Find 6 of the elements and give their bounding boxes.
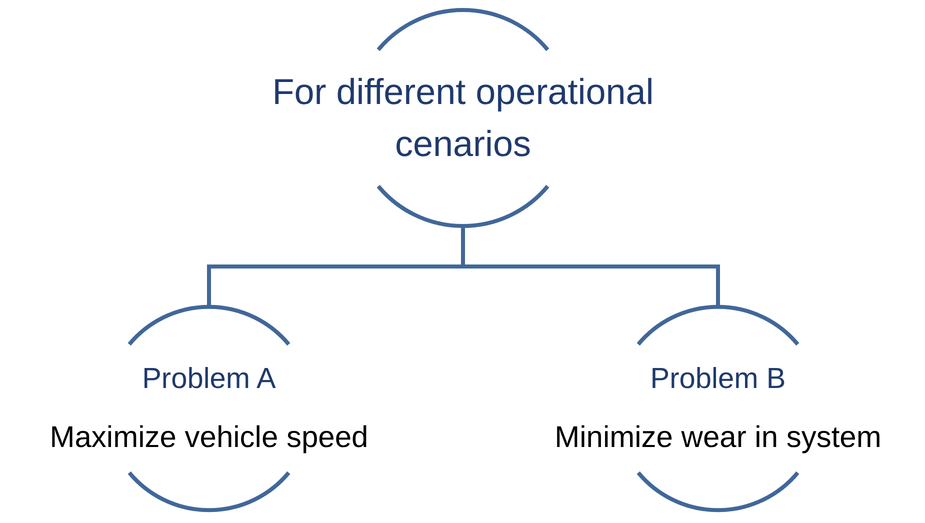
node-heading: Problem B <box>650 362 786 396</box>
node-description: Maximize vehicle speed <box>50 420 368 456</box>
node-heading: Problem A <box>142 362 276 396</box>
connector-line <box>461 228 720 305</box>
node-description: Minimize wear in system <box>554 420 882 456</box>
node-title: For different operational cenarios <box>271 70 655 166</box>
